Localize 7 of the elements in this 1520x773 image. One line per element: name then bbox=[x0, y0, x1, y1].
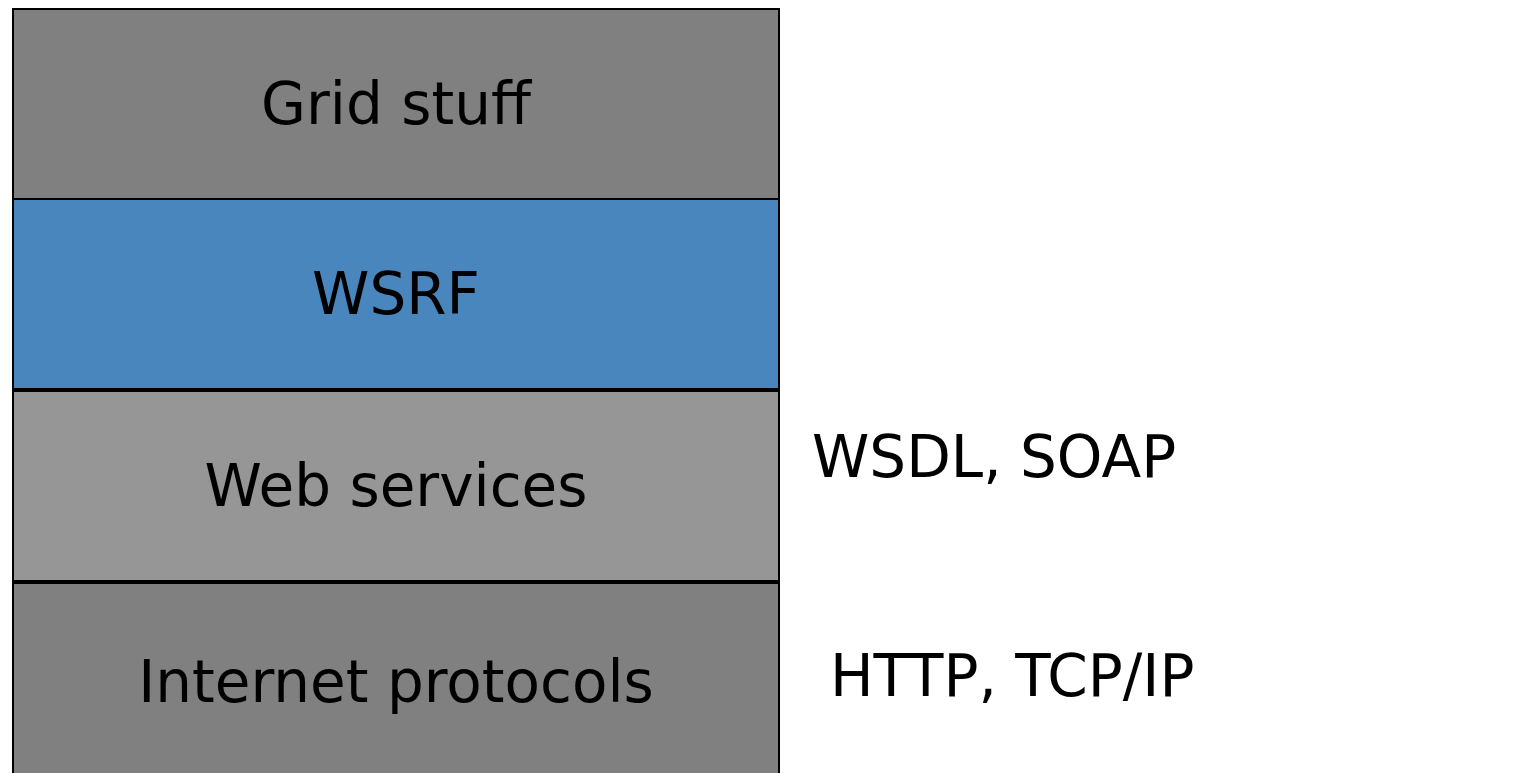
protocol-note: WSDL, SOAP bbox=[812, 428, 1177, 486]
layer-box bbox=[12, 8, 780, 200]
layer-label: Web services bbox=[204, 457, 588, 515]
protocol-note: HTTP, TCP/IP bbox=[830, 647, 1195, 705]
layer-label: Grid stuff bbox=[261, 75, 531, 133]
layer-label: WSRF bbox=[312, 265, 480, 323]
layer-box bbox=[12, 198, 780, 390]
